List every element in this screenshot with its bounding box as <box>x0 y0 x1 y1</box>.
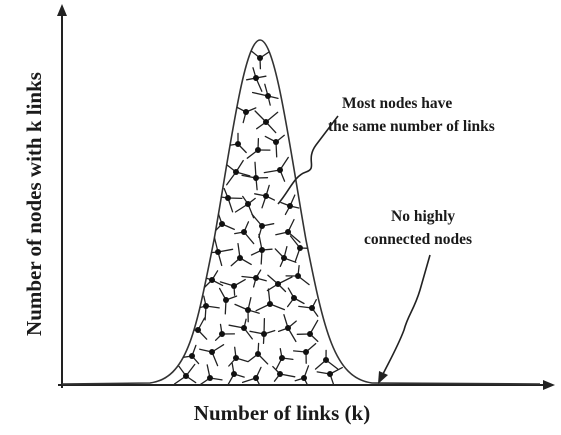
network-node-25 <box>231 283 237 289</box>
network-node-27 <box>275 281 281 287</box>
network-node-10 <box>277 167 283 173</box>
network-node-46 <box>303 349 309 355</box>
peak-leader-line <box>277 115 339 205</box>
network-node-24 <box>209 277 215 283</box>
network-node-38 <box>261 331 267 337</box>
network-node-51 <box>253 375 259 381</box>
network-node-2 <box>265 93 271 99</box>
network-node-11 <box>225 195 231 201</box>
network-node-50 <box>231 371 237 377</box>
network-node-20 <box>237 255 243 261</box>
network-node-13 <box>263 193 269 199</box>
network-node-1 <box>253 75 259 81</box>
network-node-15 <box>219 221 225 227</box>
peak-annotation-line1: Most nodes have <box>342 95 452 112</box>
network-node-40 <box>307 331 313 337</box>
y-axis <box>57 4 67 388</box>
y-axis-label: Number of nodes with k links <box>22 72 46 336</box>
network-node-47 <box>323 357 329 363</box>
tail-annotation-line1: No highly <box>391 208 455 225</box>
network-node-14 <box>287 203 293 209</box>
network-node-34 <box>309 305 315 311</box>
tail-annotation-line2: connected nodes <box>364 231 472 248</box>
network-node-49 <box>207 375 213 381</box>
network-node-31 <box>245 307 251 313</box>
network-node-22 <box>281 255 287 261</box>
random-network <box>173 48 343 384</box>
network-node-8 <box>233 169 239 175</box>
network-node-36 <box>219 331 225 337</box>
network-node-41 <box>189 353 195 359</box>
network-node-26 <box>253 275 259 281</box>
network-node-4 <box>263 119 269 125</box>
network-node-54 <box>327 371 333 377</box>
network-node-0 <box>257 55 263 61</box>
tail-arrowhead <box>378 371 388 384</box>
network-node-32 <box>267 301 273 307</box>
network-node-44 <box>255 351 261 357</box>
network-node-45 <box>279 355 285 361</box>
network-node-28 <box>295 273 301 279</box>
network-node-42 <box>209 349 215 355</box>
network-node-52 <box>277 371 283 377</box>
network-node-7 <box>273 139 279 145</box>
network-node-12 <box>245 201 251 207</box>
network-node-43 <box>233 355 239 361</box>
network-node-33 <box>291 295 297 301</box>
network-node-16 <box>241 229 247 235</box>
network-node-29 <box>203 303 209 309</box>
network-node-48 <box>183 373 189 379</box>
network-node-35 <box>195 327 201 333</box>
network-node-30 <box>223 297 229 303</box>
x-axis <box>58 380 555 390</box>
network-node-17 <box>259 223 265 229</box>
peak-annotation-line2: the same number of links <box>328 118 495 135</box>
tail-leader-line <box>381 254 431 377</box>
network-node-3 <box>243 109 249 115</box>
network-node-9 <box>253 175 259 181</box>
network-node-21 <box>259 247 265 253</box>
network-node-53 <box>301 375 307 381</box>
x-axis-label: Number of links (k) <box>194 401 370 425</box>
network-node-19 <box>215 249 221 255</box>
network-node-37 <box>241 325 247 331</box>
network-node-18 <box>285 229 291 235</box>
network-node-39 <box>285 325 291 331</box>
distribution-curve <box>61 39 541 385</box>
network-node-5 <box>235 141 241 147</box>
network-node-23 <box>297 245 303 251</box>
network-node-6 <box>255 147 261 153</box>
